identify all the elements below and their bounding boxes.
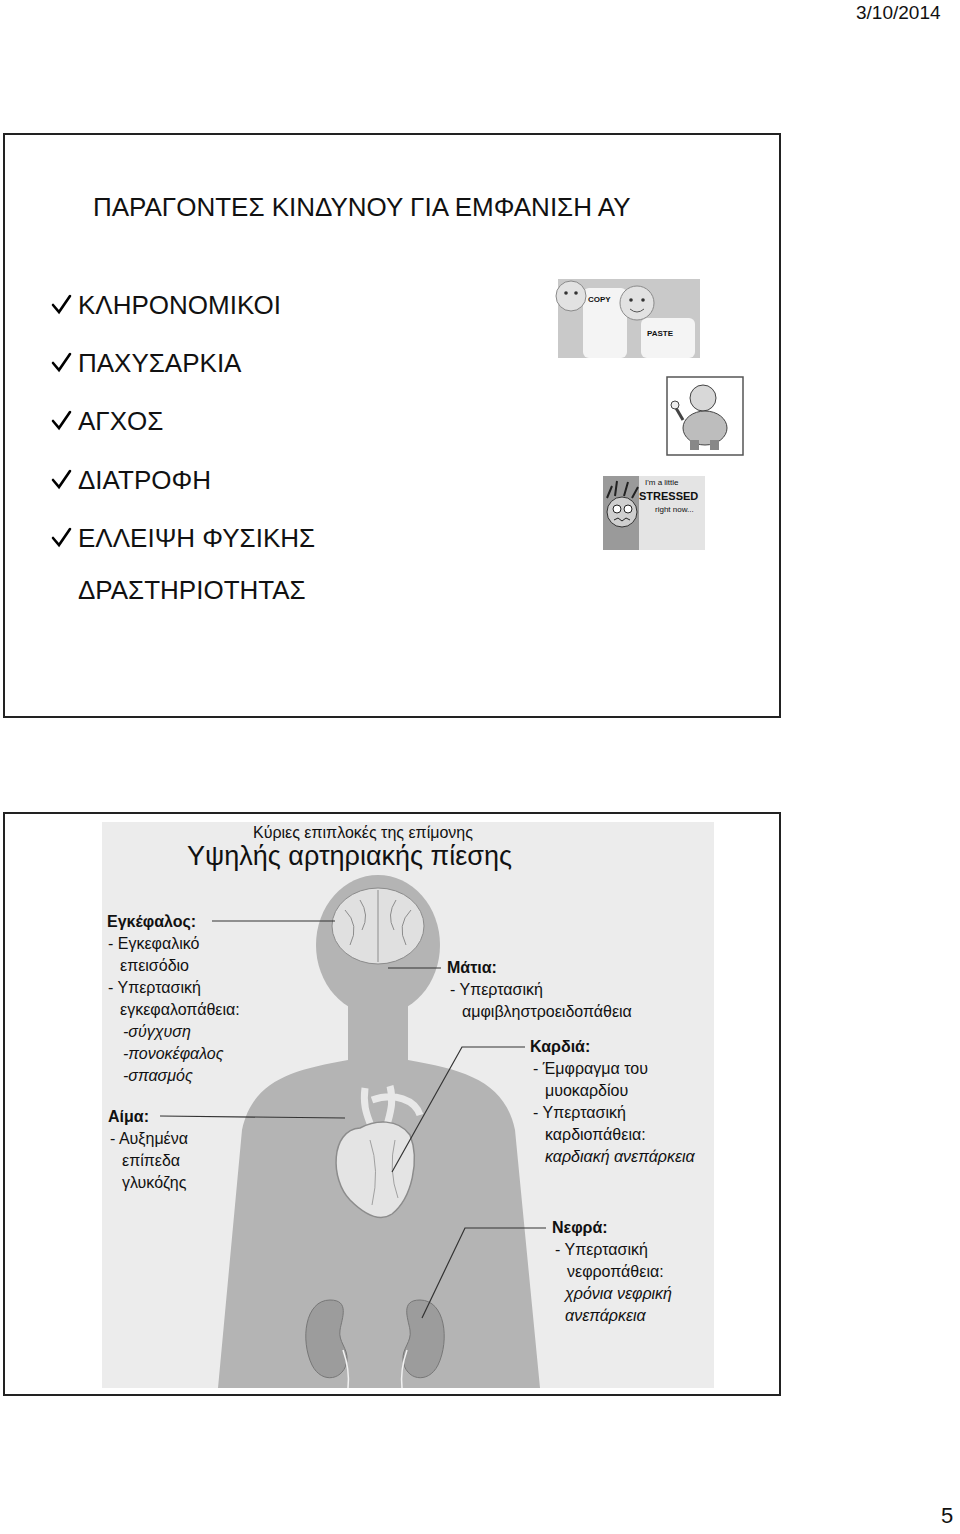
brain-folds [345,890,411,962]
shirt [641,318,695,358]
complication-text: - Έμφραγμα του μυοκαρδίου [533,1058,720,1102]
complication-text: - Υπερτασική νεφροπάθεια: [555,1239,707,1283]
checklist-item: ΑΓΧΟΣ [78,395,163,447]
heart-vessels [370,1140,398,1205]
checklist-item: ΠΑΧΥΣΑΡΚΙΑ [78,337,241,389]
eye [574,291,578,295]
checkmarks [53,296,70,545]
leader-line [212,920,335,921]
page-note: 3/10/2014 [856,3,941,24]
brain [332,888,424,964]
checklist-item: ΔΙΑΤΡΟΦΗ [78,454,211,506]
ice-cream [671,401,679,409]
picture-text: STRESSED [639,490,698,502]
stressed-picture [603,476,705,550]
leader-line [388,967,441,968]
leg [710,440,719,450]
smile [630,309,644,312]
kidney [403,1300,444,1378]
face [607,497,637,527]
icon-frame [667,377,743,455]
complication-text: καρδιακή ανεπάρκεια [545,1146,695,1168]
overweight-child-icon [667,377,743,455]
complication-text: -σπασμός [123,1065,193,1087]
slide-title: ΠΑΡΑΓΟΝΤΕΣ ΚΙΝΔΥΝΟΥ ΓΙΑ ΕΜΦΑΝΙΣΗ ΑΥ [93,192,631,223]
eye [613,505,621,513]
organ-label: Εγκέφαλος: [107,911,196,933]
complication-text: -σύγχυση [123,1021,191,1043]
baby-head [556,281,586,311]
slide-frame: Κύριες επιπλοκές της επίμονηςΥψηλής αρτη… [3,812,781,1396]
organ-label: Μάτια: [447,957,497,979]
picture-text: PASTE [647,330,673,339]
complication-text: - Υπερτασική καρδιοπάθεια: [533,1102,720,1146]
twins-photo [556,279,700,358]
heart [336,1122,414,1217]
leg [690,440,699,450]
checkmark [53,471,70,487]
arm [676,408,683,420]
torso-silhouette [218,1050,540,1388]
picture-dark [603,476,639,550]
picture-text: COPY [588,296,611,305]
organ-label: Νεφρά: [552,1217,608,1239]
picture-text: right now... [655,506,694,515]
eye [624,505,632,513]
complication-text: - Υπερτασική εγκεφαλοπάθεια: [108,977,270,1021]
slide-frame: ΠΑΡΑΓΟΝΤΕΣ ΚΙΝΔΥΝΟΥ ΓΙΑ ΕΜΦΑΝΙΣΗ ΑΥ ΚΛΗΡΟ… [3,133,781,718]
complication-text: χρόνια νεφρική ανεπάρκεια [565,1283,700,1327]
leader-lines [160,921,546,1318]
figure-heading: Κύριες επιπλοκές της επίμονης [253,823,473,843]
checkmark [53,529,70,545]
mouth [614,518,630,521]
leader-line [160,1116,345,1118]
eye [641,298,645,302]
kidney [306,1300,347,1378]
spiky-hair [607,481,638,498]
leader-line [392,1047,525,1172]
organ-label: Αίμα: [108,1106,149,1128]
complication-text: -πονοκέφαλος [123,1043,224,1065]
checklist-item: ΕΛΛΕΙΨΗ ΦΥΣΙΚΗΣ ΔΡΑΣΤΗΡΙΟΤΗΤΑΣ [78,512,378,616]
baby-head [620,286,654,320]
checkmark [53,296,70,312]
checkmark [53,412,70,428]
eye [564,291,568,295]
complication-text: - Εγκεφαλικό επεισόδιο [108,933,270,977]
picture-text: I'm a little [645,479,679,488]
head-silhouette [316,875,440,1015]
leader-line [422,1228,546,1318]
child-body [683,411,727,445]
figure-heading: Υψηλής αρτηριακής πίεσης [187,840,512,872]
organ-label: Καρδιά: [530,1036,590,1058]
complication-text: - Αυξημένα επίπεδα γλυκόζης [110,1128,230,1194]
ureter [343,1350,407,1388]
checkmark [53,354,70,370]
checklist-item: ΚΛΗΡΟΝΟΜΙΚΟΙ [78,279,281,331]
page-note: 5 [941,1504,953,1528]
picture-ground [603,476,705,550]
complication-text: - Υπερτασική αμφιβληστροειδοπάθεια [450,979,677,1023]
eye [629,298,633,302]
child-head [690,385,716,411]
